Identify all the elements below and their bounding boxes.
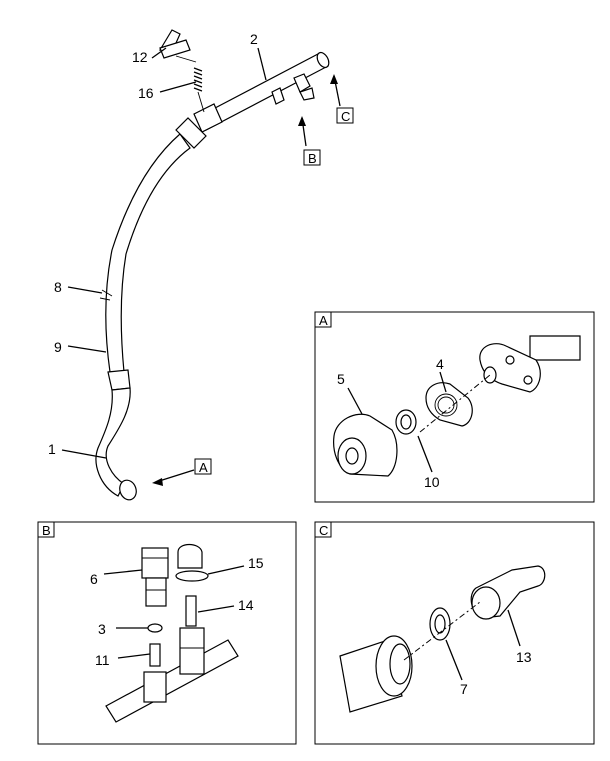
callout-2: 2 [250,31,258,47]
hose-end-part-1 [95,387,137,501]
panel-c-title: C [319,523,328,538]
callout-4: 4 [436,356,444,372]
callout-15: 15 [248,555,264,571]
callout-10: 10 [424,474,440,490]
view-ref-box-a [194,458,212,475]
callout-11: 11 [95,652,110,668]
leader-1 [61,449,107,459]
callout-14: 14 [238,597,254,613]
leader-9 [67,345,107,353]
leader-7 [445,639,463,681]
panel-b-title: B [42,523,51,538]
callout-6: 6 [90,571,98,587]
callout-16: 16 [138,85,154,101]
main-assembly: C B A 12 2 16 8 9 1 [48,29,354,501]
leader-15 [207,565,245,575]
tube-assembly-part-2 [193,51,330,133]
hose-part-9 [99,117,207,391]
leader-12 [151,47,167,59]
leader-10 [417,435,433,473]
leader-11 [117,653,151,659]
callout-1: 1 [48,441,56,457]
arrowhead-c [330,74,338,84]
callout-7: 7 [460,681,468,697]
sensor-part-12 [159,29,197,63]
callout-3: 3 [98,621,106,637]
view-arrow-a [155,469,195,483]
leader-5 [347,387,363,415]
callout-13: 13 [516,649,532,665]
view-ref-c: C [341,109,350,124]
leader-6 [103,569,143,575]
leader-8 [67,286,103,294]
panel-a-title-box [314,311,332,328]
callout-12: 12 [132,49,148,65]
leader-2 [257,47,267,81]
callout-9: 9 [54,339,62,355]
callout-8: 8 [54,279,62,295]
leader-13 [507,609,521,647]
leader-14 [197,605,235,613]
detail-panel-b: B 6 3 11 15 14 [37,521,297,745]
detail-panel-c: C 7 13 [314,521,595,745]
panel-b-title-box [37,521,55,538]
panel-a-title: A [319,313,328,328]
view-ref-a: A [199,460,208,475]
spring-part-16 [193,67,205,113]
detail-panel-a: A 5 4 10 [314,311,595,503]
view-ref-box-b [303,149,321,166]
arrowhead-b [298,116,306,126]
callout-5: 5 [337,371,345,387]
view-ref-b: B [308,151,317,166]
panel-c-title-box [314,521,332,538]
leader-16 [159,81,197,93]
arrowhead-a [152,478,163,486]
leader-4 [439,371,447,393]
view-ref-box-c [336,107,354,124]
